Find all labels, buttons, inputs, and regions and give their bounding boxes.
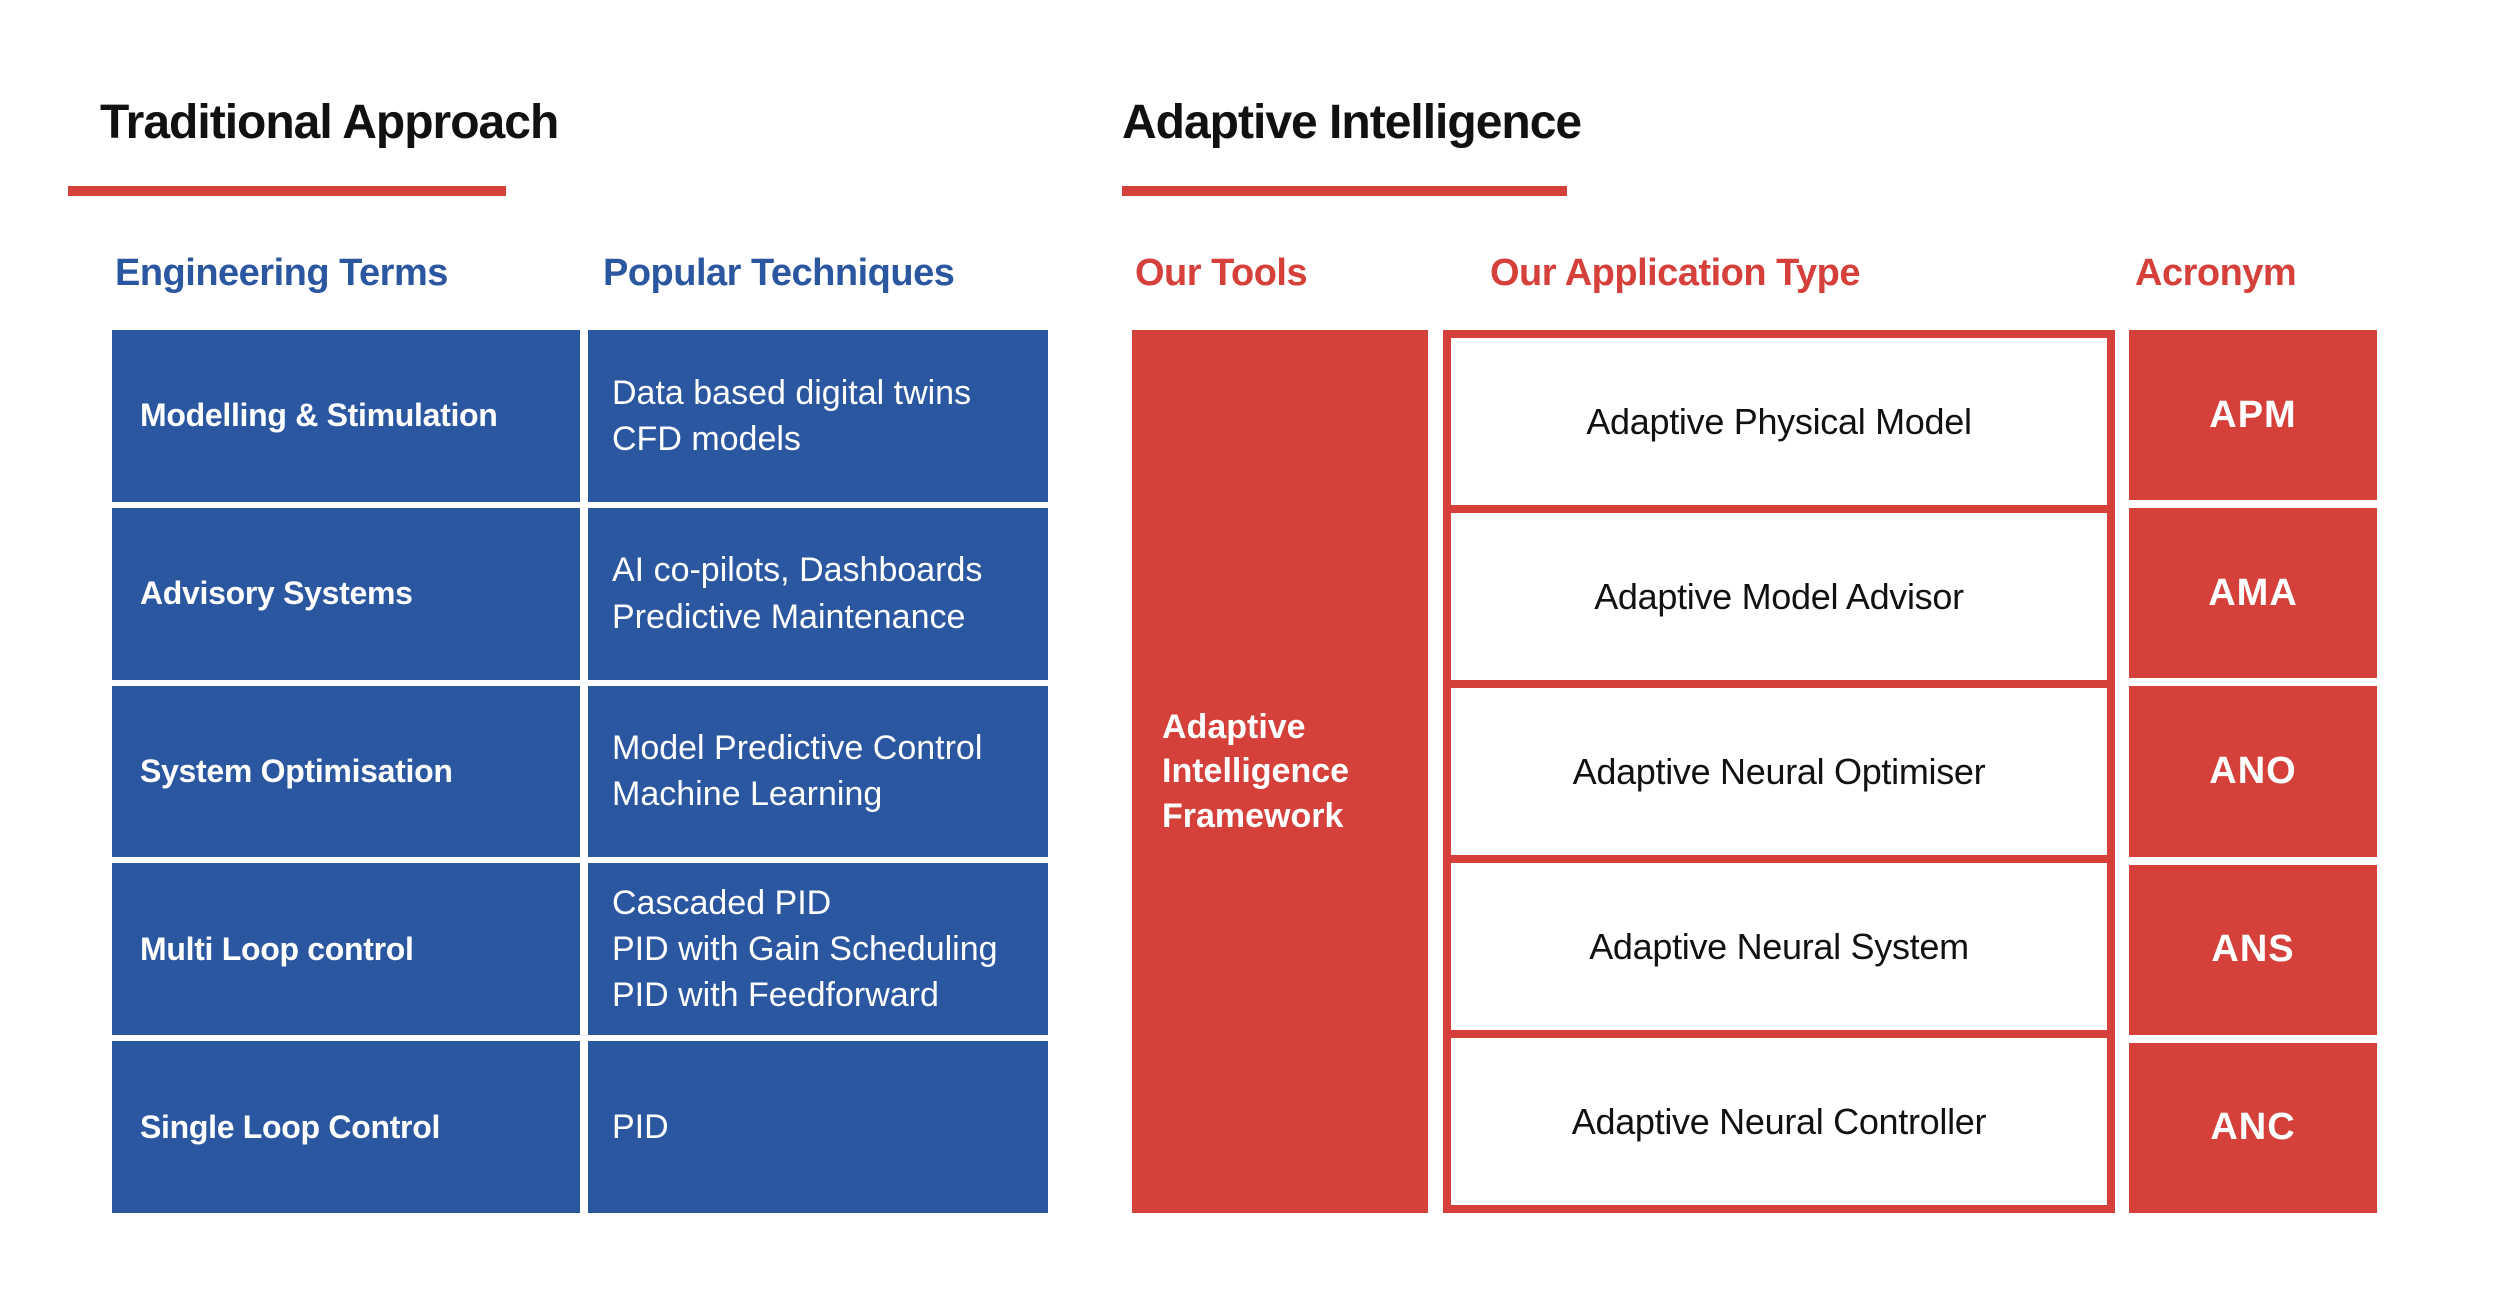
application-type-cell: Adaptive Physical Model bbox=[1451, 338, 2107, 505]
column-header-engineering-terms: Engineering Terms bbox=[115, 252, 448, 294]
acronym-cell: AMA bbox=[2129, 508, 2377, 679]
engineering-term-cell: System Optimisation bbox=[112, 685, 580, 858]
engineering-term-cell: Multi Loop control bbox=[112, 863, 580, 1036]
left-panel-title: Traditional Approach bbox=[100, 96, 559, 149]
popular-techniques-cell: Model Predictive Control Machine Learnin… bbox=[588, 685, 1048, 858]
application-type-cell: Adaptive Neural Controller bbox=[1451, 1038, 2107, 1205]
right-panel-title: Adaptive Intelligence bbox=[1122, 96, 1582, 149]
acronym-cell: ANC bbox=[2129, 1042, 2377, 1214]
acronym-cell: ANS bbox=[2129, 864, 2377, 1035]
column-header-our-tools: Our Tools bbox=[1135, 252, 1308, 294]
engineering-term-cell: Modelling & Stimulation bbox=[112, 330, 580, 502]
acronym-cell: APM bbox=[2129, 330, 2377, 501]
column-header-acronym: Acronym bbox=[2135, 252, 2297, 294]
engineering-term-cell: Single Loop Control bbox=[112, 1041, 580, 1213]
popular-techniques-cell: PID bbox=[588, 1041, 1048, 1213]
popular-techniques-cell: Data based digital twins CFD models bbox=[588, 330, 1048, 502]
adaptive-intelligence-framework-block: Adaptive Intelligence Framework bbox=[1132, 330, 1428, 1213]
traditional-approach-table: Modelling & Stimulation Data based digit… bbox=[112, 330, 1048, 1213]
column-header-our-application-type: Our Application Type bbox=[1490, 252, 1861, 294]
application-type-cell: Adaptive Model Advisor bbox=[1451, 513, 2107, 680]
application-type-cell: Adaptive Neural System bbox=[1451, 863, 2107, 1030]
popular-techniques-cell: Cascaded PID PID with Gain Scheduling PI… bbox=[588, 863, 1048, 1036]
application-type-cell: Adaptive Neural Optimiser bbox=[1451, 688, 2107, 855]
column-header-popular-techniques: Popular Techniques bbox=[603, 252, 955, 294]
right-title-underline bbox=[1122, 186, 1567, 196]
engineering-term-cell: Advisory Systems bbox=[112, 507, 580, 680]
popular-techniques-cell: AI co-pilots, Dashboards Predictive Main… bbox=[588, 507, 1048, 680]
left-title-underline bbox=[68, 186, 506, 196]
acronym-cell: ANO bbox=[2129, 686, 2377, 857]
